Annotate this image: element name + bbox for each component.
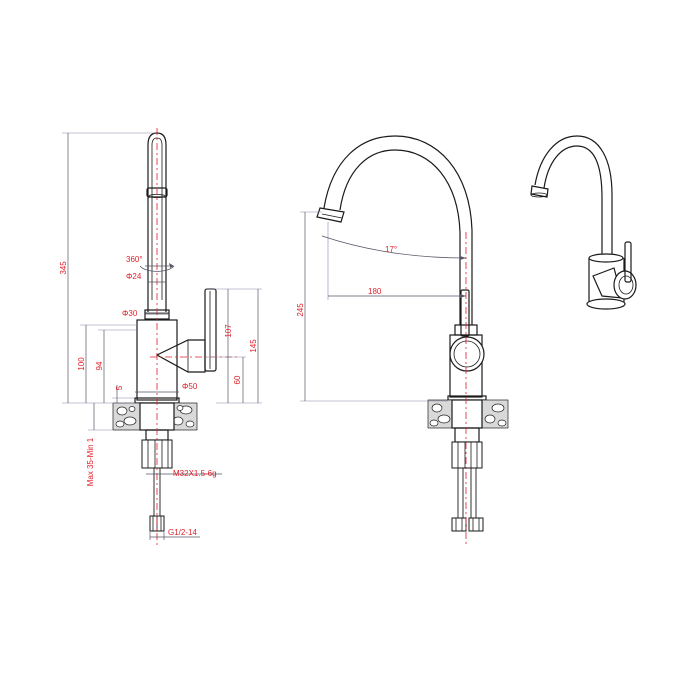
dim-inlet-thread: G1/2-14 xyxy=(168,528,197,537)
front-mounting-nut xyxy=(451,441,483,469)
front-inlet-nuts xyxy=(451,517,484,532)
dim-height-5: 5 xyxy=(115,385,124,390)
dim-swivel-angle: 360° xyxy=(126,255,143,264)
iso-spout xyxy=(534,135,613,262)
iso-base xyxy=(586,298,626,310)
dim-overall-height: 345 xyxy=(59,261,68,275)
front-angle-arc xyxy=(321,235,467,259)
side-view-labels: 345 360° Φ24 Φ30 100 94 5 107 145 60 Φ50… xyxy=(59,255,258,537)
dim-height-100: 100 xyxy=(77,357,86,371)
front-spout xyxy=(323,135,473,325)
side-view xyxy=(62,128,262,545)
front-lever xyxy=(460,289,470,337)
side-lever xyxy=(204,288,217,372)
dim-handle-height: 107 xyxy=(224,324,233,338)
dim-spout-angle: 17° xyxy=(385,245,397,254)
dim-spout-reach: 180 xyxy=(368,287,382,296)
dim-mount-thread: M32X1.5-6g xyxy=(173,469,217,478)
dim-height-145: 145 xyxy=(249,339,258,353)
dim-spout-height: 245 xyxy=(296,303,305,317)
dim-height-94: 94 xyxy=(95,361,104,370)
iso-lever xyxy=(624,241,632,283)
front-view xyxy=(300,135,509,545)
front-aerator xyxy=(316,207,345,223)
dim-base-diameter: Φ50 xyxy=(182,382,198,391)
iso-aerator xyxy=(530,185,549,198)
dim-body-diameter: Φ30 xyxy=(122,309,138,318)
side-handle-boss xyxy=(155,339,206,373)
dim-height-60: 60 xyxy=(233,375,242,384)
perspective-view xyxy=(530,135,637,310)
front-handle-disc xyxy=(449,336,485,372)
front-countertop xyxy=(427,399,509,429)
dim-spout-diameter: Φ24 xyxy=(126,272,142,281)
side-countertop xyxy=(112,402,198,431)
front-view-labels: 245 180 17° xyxy=(296,245,397,317)
dim-deck-thickness: Max 35-Min 1 xyxy=(86,437,95,486)
